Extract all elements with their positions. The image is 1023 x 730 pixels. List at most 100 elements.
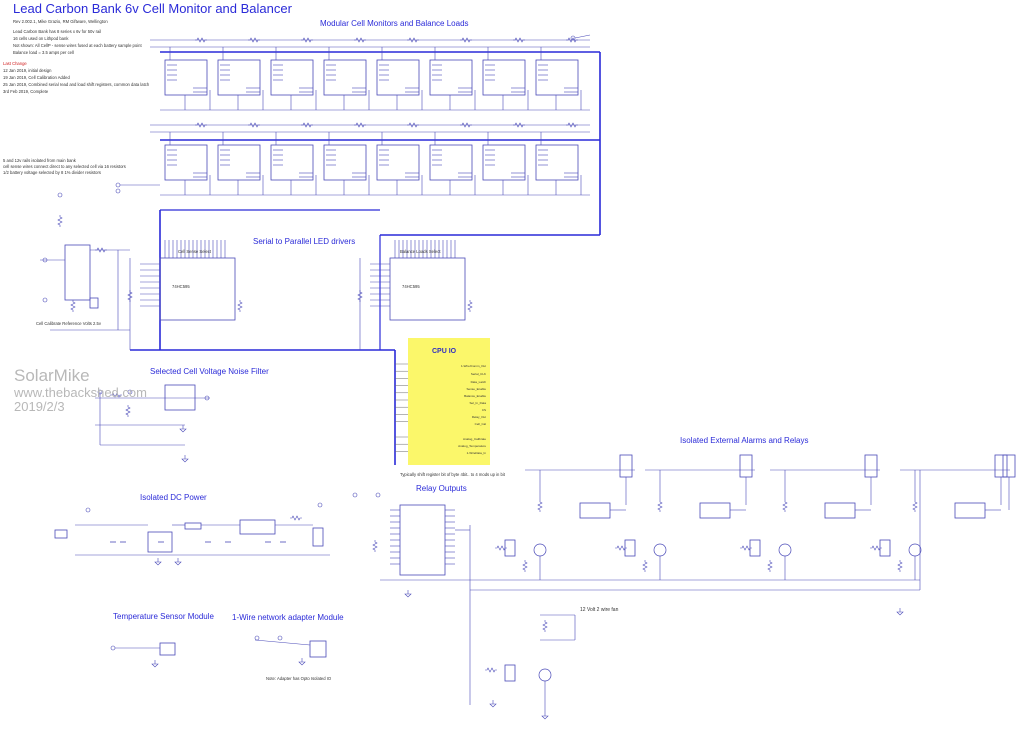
resistor xyxy=(301,37,313,43)
calibrate-label: Cell Calibrate Reference Volts 2.5v xyxy=(36,321,101,326)
cell-monitor-module xyxy=(482,144,526,181)
opto-coupler xyxy=(879,539,891,557)
resistor xyxy=(407,122,419,128)
isolation-notes: 5 and 12v rails isolated from main bank … xyxy=(3,158,126,176)
power-connector xyxy=(54,529,68,539)
resistor xyxy=(110,392,122,398)
ground-symbol xyxy=(541,712,549,720)
note-line: 1/2 battery voltage selected by 8 1% div… xyxy=(3,170,101,175)
cell-monitor-module xyxy=(376,144,420,181)
resistor xyxy=(460,122,472,128)
resistor xyxy=(354,37,366,43)
port-connector xyxy=(375,492,381,498)
revision: Rev 2.002.1, Mike Grazio, RM Giftware, W… xyxy=(13,19,108,24)
relay-note: Typically shift register bit of byte 4bi… xyxy=(400,472,505,477)
watermark-site: www.thebackshed.com xyxy=(14,385,147,400)
note-line: Balance load = 3.5 amps per cell xyxy=(13,50,74,55)
section-alarms: Isolated External Alarms and Relays xyxy=(680,436,809,445)
ground-symbol xyxy=(179,425,187,433)
lp-filter-ic xyxy=(164,384,196,411)
ground-symbol xyxy=(151,660,159,668)
resistor xyxy=(195,122,207,128)
relay-module xyxy=(824,502,856,519)
relay-driver-ic xyxy=(399,504,446,576)
resistor xyxy=(407,37,419,43)
transistor xyxy=(778,543,792,557)
ground-symbol xyxy=(174,558,182,566)
cpu-io-title: CPU IO xyxy=(432,348,457,355)
section-dc-power: Isolated DC Power xyxy=(140,493,207,502)
section-onewire: 1-Wire network adapter Module xyxy=(232,613,344,622)
resistor xyxy=(522,560,528,572)
section-drivers: Serial to Parallel LED drivers xyxy=(253,237,356,246)
resistor xyxy=(912,500,918,512)
opto-coupler xyxy=(504,664,516,682)
load-select-label: Balance Loads Select xyxy=(400,249,441,254)
cell-monitor-module xyxy=(217,59,261,96)
section-noise-filter: Selected Cell Voltage Noise Filter xyxy=(150,367,269,376)
cell-monitor-module xyxy=(323,59,367,96)
mosfet xyxy=(312,527,324,547)
adapter-connector xyxy=(309,640,327,658)
resistor xyxy=(537,500,543,512)
port-connector xyxy=(115,188,121,194)
wire xyxy=(254,639,311,646)
resistor xyxy=(513,37,525,43)
transistor xyxy=(653,543,667,557)
fan-label: 12 Volt 2 wire fan xyxy=(580,607,619,613)
change-entry: 19 Jan 2019, Cell Calibration Added xyxy=(3,75,70,80)
cpu-pin: Serial_CLK xyxy=(470,372,486,376)
transistor xyxy=(533,543,547,557)
resistor xyxy=(125,405,131,417)
resistor xyxy=(248,37,260,43)
resistor xyxy=(467,300,473,312)
dc-dc-converter xyxy=(147,531,173,553)
notes: Lead Carbon Bank has 8 series x 6v for 5… xyxy=(13,28,142,56)
port-connector xyxy=(57,192,63,198)
change-entry: 3rd Feb 2019, Complete xyxy=(3,89,49,94)
cell-monitor-module xyxy=(482,59,526,96)
cell-monitor-module xyxy=(270,144,314,181)
port-connector xyxy=(570,35,576,41)
resistor xyxy=(301,122,313,128)
relay-ic xyxy=(64,244,91,301)
cell-monitor-module xyxy=(323,144,367,181)
cpu-pin: Sel_In_Data xyxy=(469,401,486,405)
port-connector xyxy=(127,389,133,395)
resistor xyxy=(566,122,578,128)
port-connector xyxy=(110,645,116,651)
sensor-connector xyxy=(159,642,176,656)
cpu-pin: 1-Wire/Comm_Out xyxy=(460,364,486,368)
ic1-label: 74HC595 xyxy=(172,284,190,289)
cpu-pin: 1-WireData_In xyxy=(466,451,486,455)
ground-symbol xyxy=(298,658,306,666)
note-line: Lead Carbon Bank has 8 series x 6v for 5… xyxy=(13,29,102,34)
alarm-connector xyxy=(864,454,878,478)
port-connector xyxy=(204,395,210,401)
adapter-note: Note: Adapter has Opto Isolated IO xyxy=(266,676,332,681)
cell-monitor-module xyxy=(164,59,208,96)
cpu-pin: Data_Latch xyxy=(470,380,486,384)
port-connector xyxy=(317,502,323,508)
resistor xyxy=(237,300,243,312)
watermark-date: 2019/2/3 xyxy=(14,399,65,414)
cpu-pin: Analog_Calibrate xyxy=(462,437,486,441)
section-modules: Modular Cell Monitors and Balance Loads xyxy=(320,19,469,28)
change-log-label: Last Change xyxy=(3,61,27,66)
resistor xyxy=(248,122,260,128)
cpu-pin: Cell_Cal xyxy=(474,422,486,426)
ground-symbol xyxy=(181,455,189,463)
opto-coupler xyxy=(504,539,516,557)
resistor xyxy=(195,37,207,43)
alarm-connector xyxy=(1002,454,1016,478)
port-connector xyxy=(254,635,260,641)
transistor xyxy=(538,668,552,682)
resistor xyxy=(897,560,903,572)
note-line: 5 and 12v rails isolated from main bank xyxy=(3,158,76,163)
cell-monitor-module xyxy=(376,59,420,96)
resistor xyxy=(354,122,366,128)
inductor xyxy=(184,522,202,530)
cell-monitor-module xyxy=(535,59,579,96)
cell-monitor-module xyxy=(270,59,314,96)
port-connector xyxy=(352,492,358,498)
